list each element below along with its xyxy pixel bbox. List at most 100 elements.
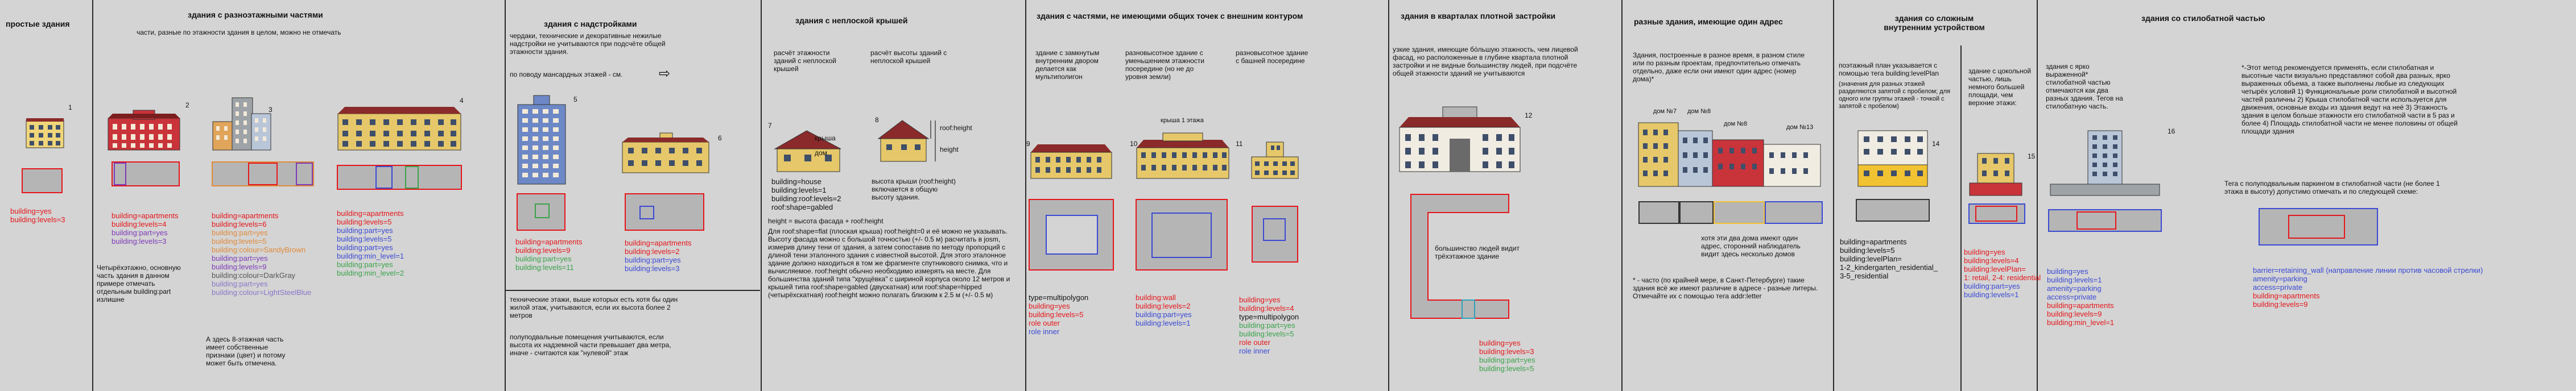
roof-height-label: roof:height [940, 124, 972, 132]
tag: building=apartments [2253, 292, 2320, 300]
building-part-outline [114, 163, 126, 185]
street-facade-illustration [1638, 122, 1821, 187]
tag: building=yes [10, 207, 52, 215]
tag: building:part=yes [625, 256, 681, 264]
red-brick-building-illustration [108, 110, 180, 151]
figure-number: 2 [185, 101, 189, 109]
column-divider [761, 0, 762, 391]
column-divider [1960, 45, 1962, 391]
lower-middle-building-illustration [1136, 132, 1229, 179]
column-divider [2037, 0, 2038, 391]
tag: building:levels=5 [1029, 310, 1084, 319]
tag: building:part=yes [337, 260, 393, 269]
section-text: чердаки, технические и декоративные нежи… [510, 32, 666, 56]
figure-number: 7 [768, 122, 772, 130]
tag: access=private [2047, 293, 2097, 301]
section-text: здания с ярко выраженной* стилобатной ча… [2046, 63, 2123, 110]
figure-number: 15 [2028, 152, 2036, 160]
tag: building=yes [1029, 302, 1070, 310]
section-title-simple: простые здания [6, 19, 70, 28]
house-number-label: дом №8 [1724, 120, 1748, 127]
section-title-parts: здания с разноэтажными частями [188, 10, 323, 19]
tag: building=house [771, 177, 821, 186]
building-part-outline [535, 203, 550, 218]
tag: building=apartments [112, 211, 179, 220]
multi-part-building-illustration [212, 97, 271, 151]
tag-list: building=yes building:levels=4 type=mult… [1239, 296, 1299, 355]
column-divider [1388, 0, 1389, 391]
house-with-attic-illustration [622, 132, 709, 173]
tag: building=apartments [212, 211, 279, 220]
tag: building:part=yes [337, 243, 393, 252]
figure-number: 5 [573, 95, 577, 103]
building-part-outline [375, 166, 393, 189]
tag-list: building=apartments building:levels=4 bu… [112, 211, 178, 246]
tag: building:part=yes [212, 280, 268, 288]
building-outline-plan [2259, 208, 2378, 246]
column-divider [1621, 0, 1623, 391]
building-outline-plan [112, 161, 180, 186]
building-part-outline [1975, 206, 2017, 222]
figure-number: 1 [68, 103, 72, 111]
house-number-label: дом №13 [1786, 124, 1814, 131]
tag: building:part=yes [212, 228, 268, 237]
courtyard-building-illustration [1030, 144, 1112, 179]
tag: role inner [1029, 327, 1060, 336]
tag: building=apartments [515, 238, 583, 246]
building-outline-plan [1856, 199, 1930, 222]
tag-list: building=apartments building:levels=2 bu… [625, 239, 691, 273]
tag: building:levels=2 [625, 247, 680, 256]
formula: height = высота фасада + roof:height [768, 217, 884, 225]
tall-building-with-superstructure-illustration [517, 95, 566, 185]
dense-block-plan [1410, 194, 1509, 319]
plinth-building-illustration [1969, 153, 2022, 196]
arrow-right-icon: ⇨ [659, 66, 671, 81]
tag: building:levels=4 [1239, 304, 1294, 313]
figure-number: 16 [2168, 127, 2175, 135]
tag: building=yes [1964, 248, 2005, 256]
tag: building:part=yes [1239, 321, 1295, 330]
tag-list: type=multipolygon building=yes building:… [1029, 293, 1088, 336]
tag: barrier=retaining_wall (направление лини… [2253, 266, 2483, 274]
column-divider [1025, 0, 1026, 391]
building-outline-plan [1765, 201, 1823, 224]
tag: building=yes [1479, 339, 1521, 347]
kindergarten-building-illustration [1857, 130, 1928, 187]
figure-number: 14 [1932, 140, 1940, 148]
figure-number: 6 [718, 134, 722, 142]
tag: building:levels=3 [625, 264, 680, 273]
section-title-complex: здания со сложным внутренним устройством [1884, 14, 1985, 32]
section-title-dense-blocks: здания в кварталах плотной застройки [1401, 11, 1556, 20]
tag: building:levels=5 [1479, 364, 1534, 373]
tag-list: building=apartments building:levels=9 bu… [515, 238, 582, 272]
building-part-outline [639, 206, 654, 219]
tag: building:levels=1 [1964, 290, 2019, 299]
tag: building:levels=5 [337, 235, 392, 243]
building-outline-plan [2048, 209, 2162, 232]
tag: building:levelPlan= [1840, 255, 1902, 263]
tag: building:levels=9 [2047, 310, 2102, 318]
note-text: высота крыши (roof:height) включается в … [872, 177, 956, 201]
building-part-outline [2077, 211, 2116, 230]
section-text: узкие здания, имеющие бо́льшую этажность… [1393, 45, 1578, 77]
section-text: Тега с полуподвальным паркингом в стилоб… [2224, 180, 2440, 196]
building-outline-plan [1252, 206, 1298, 263]
tag: building:levels=4 [1964, 256, 2019, 265]
height-label: height [940, 145, 959, 153]
tag: building=yes [1239, 296, 1281, 304]
tag: building:min_level=1 [2047, 318, 2115, 327]
note-text: полуподвальные помещения учитываются, ес… [510, 333, 671, 357]
section-text: разновысотное здание с уменьшением этажн… [1125, 49, 1204, 81]
tag-list: barrier=retaining_wall (направление лини… [2253, 266, 2483, 309]
tag: building:colour=LightSteelBlue [212, 288, 312, 297]
tag-list: building=yes building:levels=4 building:… [1964, 248, 2041, 299]
tag: 1-2_kindergarten_residential_ [1840, 263, 1938, 272]
section-text: расчёт этажности зданий с неплоской крыш… [774, 49, 836, 73]
tag-list: building=apartments building:levels=5 bu… [337, 209, 404, 277]
roof-label: крыша [815, 134, 836, 142]
building-outline-plan [1714, 201, 1765, 224]
gabled-house-illustration [774, 130, 841, 172]
section-title-superstructures: здания с надстройками [544, 19, 637, 28]
divider [505, 290, 760, 291]
section-text: здание с замкнутым внутренним двором дел… [1035, 49, 1100, 81]
